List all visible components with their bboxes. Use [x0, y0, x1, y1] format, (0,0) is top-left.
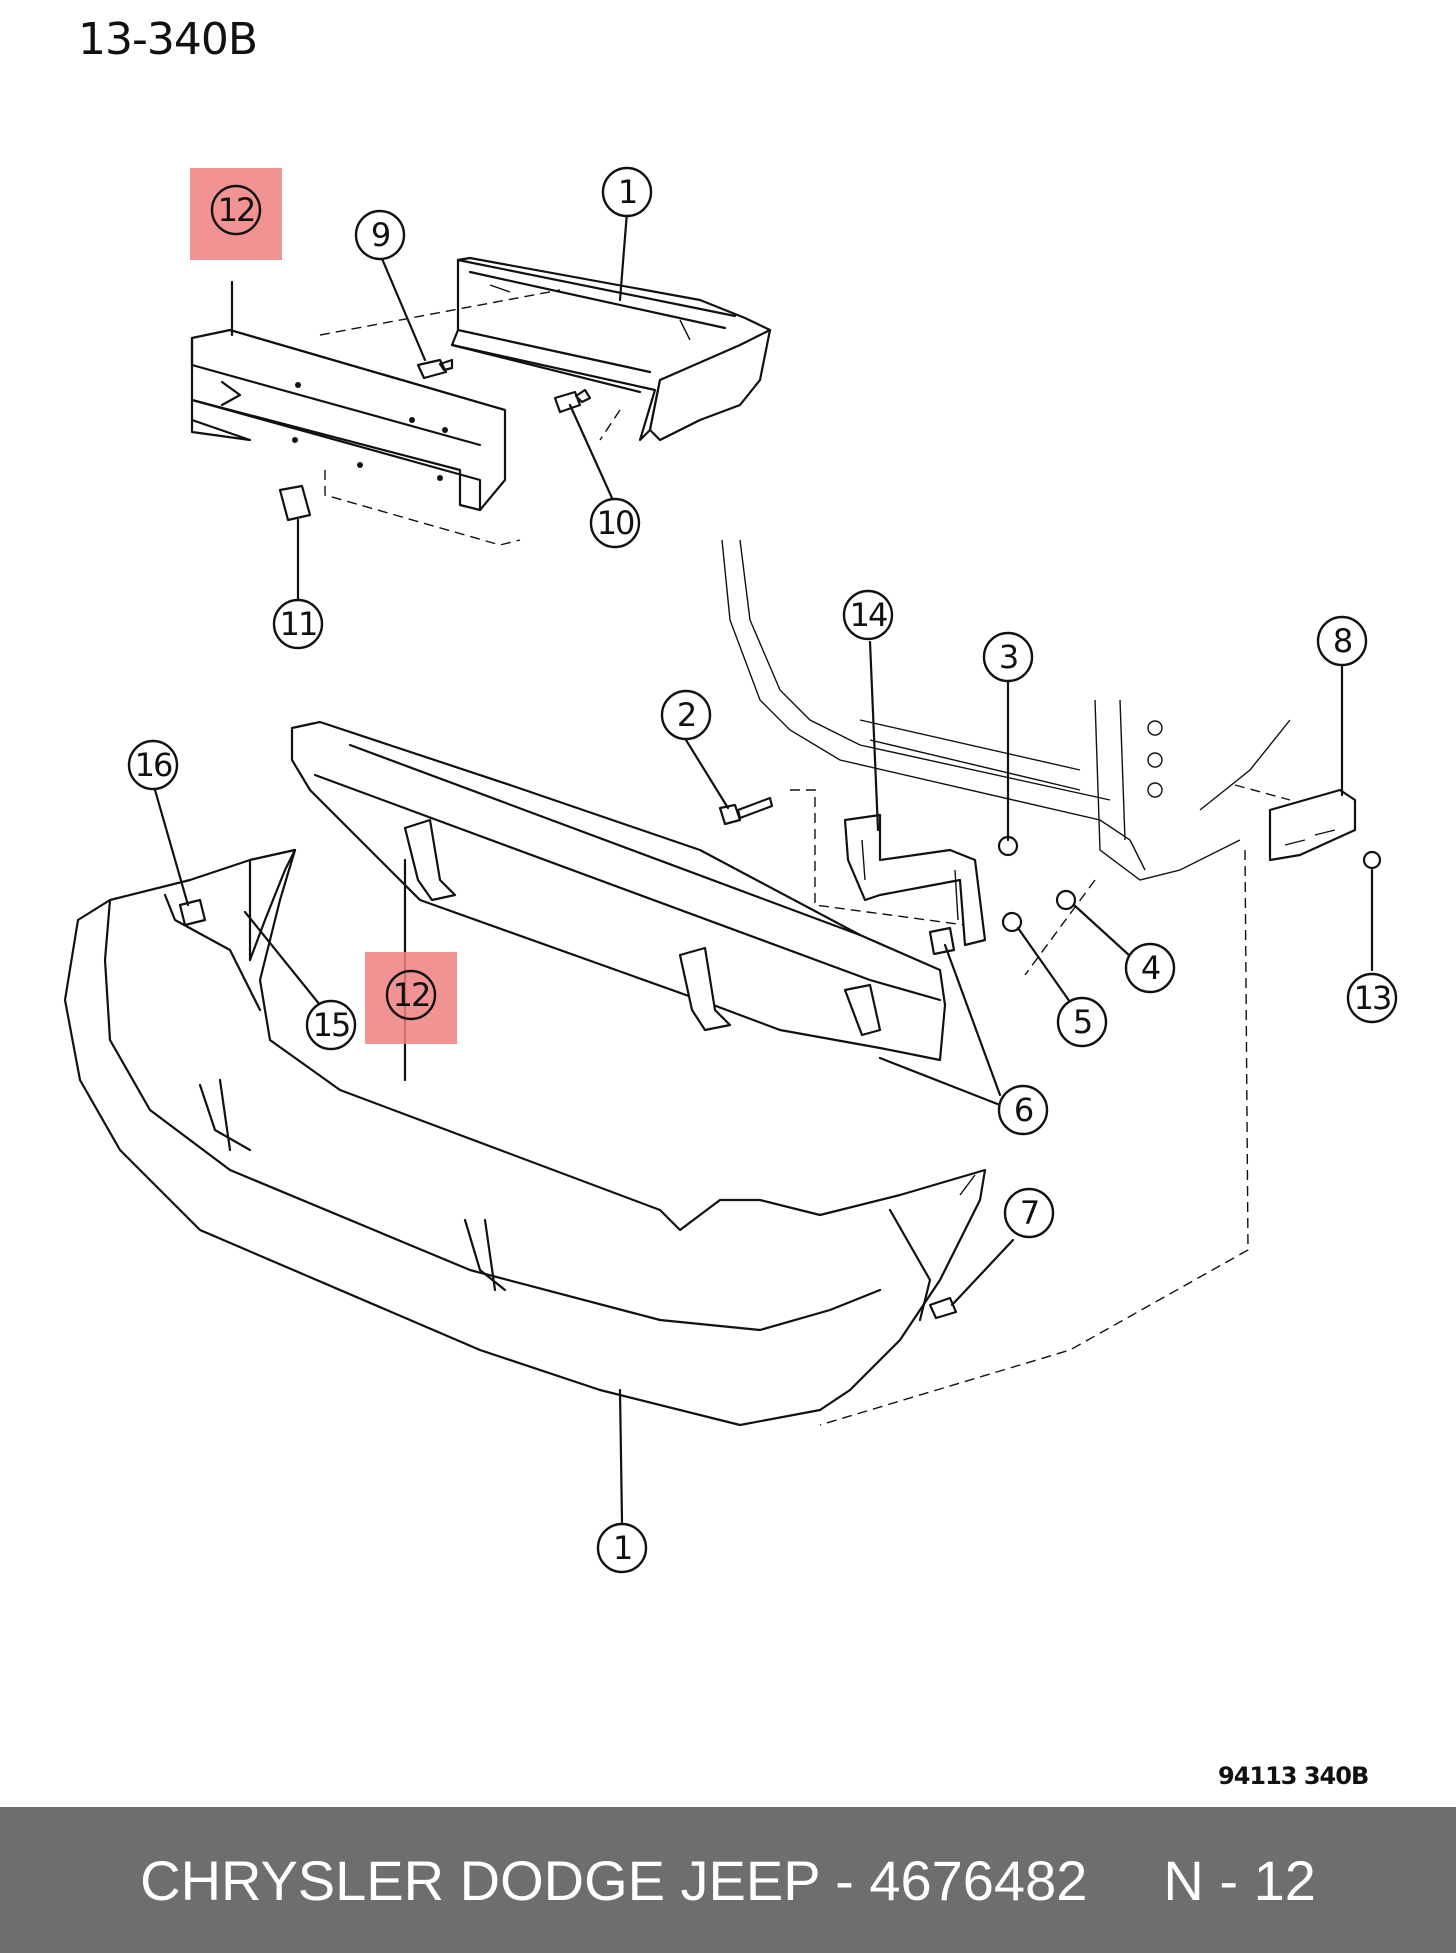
clip-16	[178, 898, 207, 927]
clip-11	[278, 484, 312, 522]
callout-label: 6	[1014, 1091, 1033, 1129]
callout-15[interactable]: 15	[305, 999, 357, 1051]
callout-label: 4	[1141, 949, 1160, 987]
callout-label: 12	[218, 191, 255, 229]
callout-label: 15	[313, 1006, 350, 1044]
callout-label: 1	[613, 1529, 631, 1567]
callout-label: 13	[1354, 979, 1391, 1017]
callout-label: 3	[999, 638, 1017, 676]
footer-bar: CHRYSLER DODGE JEEP - 4676482 N - 12	[0, 1807, 1456, 1953]
highlight-callout-12-top[interactable]: 12	[190, 168, 282, 260]
clip-6	[928, 926, 956, 956]
bolt-2	[718, 796, 774, 826]
callout-label: 5	[1073, 1003, 1091, 1041]
callout-label: 16	[135, 746, 172, 784]
callout-3[interactable]: 3	[982, 631, 1034, 683]
vehicle-body-outline	[721, 539, 1291, 1426]
highlight-callout-12-mid[interactable]: 12	[365, 952, 457, 1044]
lower-reinforcement	[290, 720, 947, 1062]
callout-label: 10	[597, 504, 634, 542]
footer-brand-part-number: CHRYSLER DODGE JEEP - 4676482	[140, 1848, 1088, 1912]
callout-label: 11	[280, 605, 317, 643]
nut-4	[1055, 889, 1077, 911]
callout-16[interactable]: 16	[127, 739, 179, 791]
footer-page-number: N - 12	[1163, 1848, 1316, 1912]
callout-4[interactable]: 4	[1124, 942, 1176, 994]
upper-reinforcement	[190, 289, 621, 546]
screw-13	[1362, 850, 1382, 870]
callout-2[interactable]: 2	[660, 689, 712, 741]
callout-11[interactable]: 11	[272, 598, 324, 650]
screw-7	[928, 1296, 958, 1320]
callout-9[interactable]: 9	[354, 209, 406, 261]
bracket-8	[1268, 788, 1357, 862]
diagram-code: 94113 340B	[1218, 1762, 1369, 1790]
highlight-box	[365, 952, 457, 1044]
callout-label: 7	[1020, 1194, 1038, 1232]
callout-1-bottom[interactable]: 1	[596, 1522, 648, 1574]
diagram-title: 13-340B	[78, 14, 258, 65]
callout-label: 14	[850, 596, 887, 634]
parts-diagram: 12 12 1 9 10 11 14 2 3 8 16 4 13 5 15 6 …	[63, 166, 1398, 1574]
callout-14[interactable]: 14	[842, 589, 894, 641]
highlight-box	[190, 168, 282, 260]
callout-label: 2	[677, 696, 695, 734]
callout-6[interactable]: 6	[997, 1084, 1049, 1136]
upper-bumper-frame	[450, 256, 772, 442]
callout-10[interactable]: 10	[589, 497, 641, 549]
callout-label: 12	[393, 976, 430, 1014]
pin-10	[553, 388, 592, 414]
callout-label: 1	[618, 173, 636, 211]
callout-label: 9	[371, 216, 390, 254]
bumper-fascia	[63, 848, 987, 1427]
callout-1-top[interactable]: 1	[601, 166, 653, 218]
bracket-14	[843, 813, 987, 947]
nut-5	[1001, 911, 1023, 933]
callout-5[interactable]: 5	[1056, 996, 1108, 1048]
bolt-9	[416, 358, 454, 380]
callout-label: 8	[1333, 622, 1352, 660]
callout-7[interactable]: 7	[1003, 1187, 1055, 1239]
callout-8[interactable]: 8	[1316, 615, 1368, 667]
callout-13[interactable]: 13	[1346, 972, 1398, 1024]
